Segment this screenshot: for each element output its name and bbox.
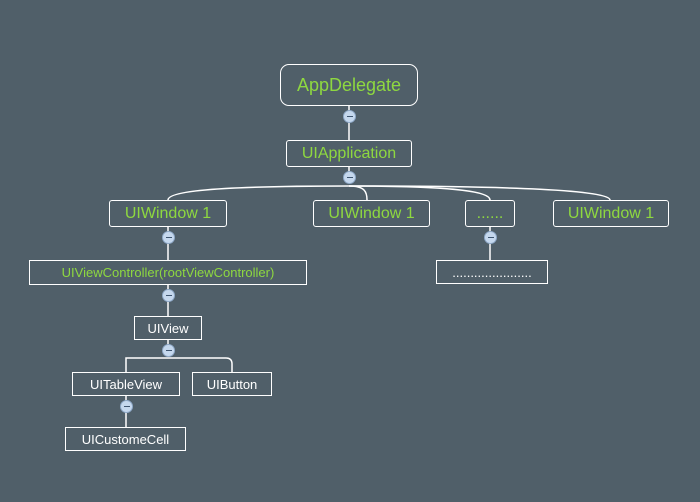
collapse-appdelegate-icon[interactable]	[343, 110, 356, 123]
node-uiapplication-label: UIApplication	[301, 144, 397, 162]
node-viewcontroller-label: UIViewController(rootViewController)	[61, 265, 275, 280]
node-ellipsis-child-label: ......................	[452, 264, 532, 280]
collapse-uiwindow-1-icon[interactable]	[162, 231, 175, 244]
node-uiapplication[interactable]: UIApplication	[286, 140, 412, 167]
node-uicustomecell-label: UICustomeCell	[81, 431, 170, 447]
edge-to-uiwindow-3	[348, 185, 611, 201]
node-uitableview-label: UITableView	[89, 376, 163, 392]
node-uiwindow-1[interactable]: UIWindow 1	[109, 200, 227, 227]
collapse-ellipsis-window-icon[interactable]	[484, 231, 497, 244]
edge-to-ellipsis-window	[348, 185, 491, 201]
node-uibutton-label: UIButton	[206, 376, 258, 392]
node-uiwindow-1-label: UIWindow 1	[124, 204, 212, 222]
node-appdelegate-label: AppDelegate	[296, 75, 402, 95]
node-appdelegate[interactable]: AppDelegate	[280, 64, 418, 106]
edge-to-uibutton	[168, 357, 233, 372]
collapse-uitableview-icon[interactable]	[120, 400, 133, 413]
node-uicustomecell[interactable]: UICustomeCell	[65, 427, 186, 451]
node-uiview-label: UIView	[147, 320, 189, 336]
node-ellipsis-window[interactable]: ......	[465, 200, 515, 227]
node-uitableview[interactable]: UITableView	[72, 372, 180, 396]
node-uiwindow-3[interactable]: UIWindow 1	[553, 200, 669, 227]
node-ellipsis-child[interactable]: ......................	[436, 260, 548, 284]
collapse-uiview-icon[interactable]	[162, 344, 175, 357]
node-uiwindow-2-label: UIWindow 1	[328, 204, 415, 222]
node-viewcontroller[interactable]: UIViewController(rootViewController)	[29, 260, 307, 285]
edge-to-uitableview	[125, 357, 168, 372]
node-uiwindow-3-label: UIWindow 1	[567, 204, 655, 222]
node-uibutton[interactable]: UIButton	[192, 372, 272, 396]
edge-to-uiwindow-1	[167, 185, 350, 201]
edge-to-uiwindow-2	[348, 185, 368, 201]
node-uiview[interactable]: UIView	[134, 316, 202, 340]
collapse-viewcontroller-icon[interactable]	[162, 289, 175, 302]
node-ellipsis-window-label: ......	[476, 204, 504, 222]
node-uiwindow-2[interactable]: UIWindow 1	[313, 200, 430, 227]
collapse-uiapplication-icon[interactable]	[343, 171, 356, 184]
